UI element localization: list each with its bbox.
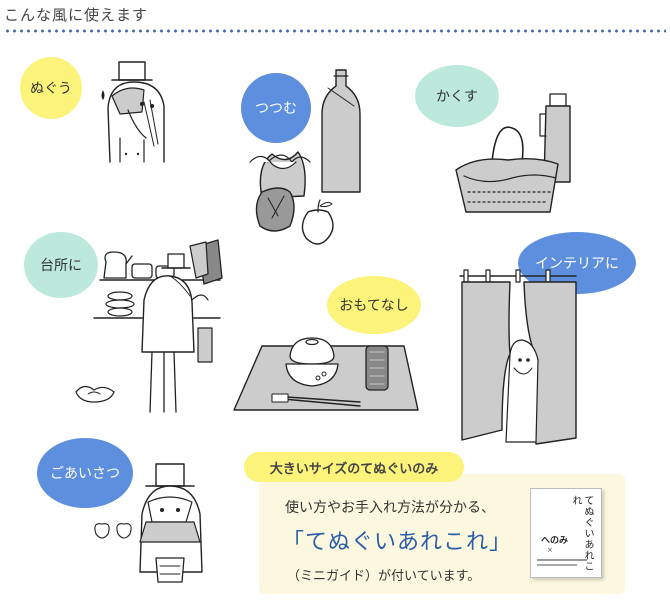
hospitality-illustration <box>233 337 419 411</box>
promo-note: （ミニガイド）が付いています。 <box>287 569 481 584</box>
kitchen-illustration <box>75 239 223 413</box>
greeting-illustration <box>94 463 203 583</box>
dotted-divider <box>4 28 666 34</box>
wrapping-illustration <box>249 69 361 245</box>
bubble-goaisatsu: ごあいさつ <box>37 438 133 508</box>
booklet-title: てぬぐいあれこれ <box>570 495 593 572</box>
bubble-tsutsumu: つつむ <box>241 73 311 143</box>
booklet-mark: × <box>547 546 553 554</box>
booklet-fine-print-2 <box>537 564 577 566</box>
bubble-daidokoro: 台所に <box>24 232 98 298</box>
promo-tab-label: 大きいサイズのてぬぐいのみ <box>244 452 464 482</box>
bubble-kakusu: かくす <box>415 65 499 127</box>
page-title: こんな風に使えます <box>4 6 149 24</box>
mini-guide-booklet: てぬぐいあれこれ へのみ × <box>530 488 602 578</box>
booklet-logo: へのみ <box>541 536 569 546</box>
wiping-character-illustration <box>101 61 165 163</box>
bubble-nuguu: ぬぐう <box>20 57 82 119</box>
promo-guide-name: 「てぬぐいあれこれ」 <box>282 530 513 555</box>
interior-curtain-illustration <box>459 269 577 445</box>
bubble-omotenashi: おもてなし <box>327 276 421 334</box>
promo-description: 使い方やお手入れ方法が分かる、 <box>285 500 495 516</box>
booklet-fine-print <box>537 559 587 561</box>
covering-illustration <box>455 93 571 213</box>
